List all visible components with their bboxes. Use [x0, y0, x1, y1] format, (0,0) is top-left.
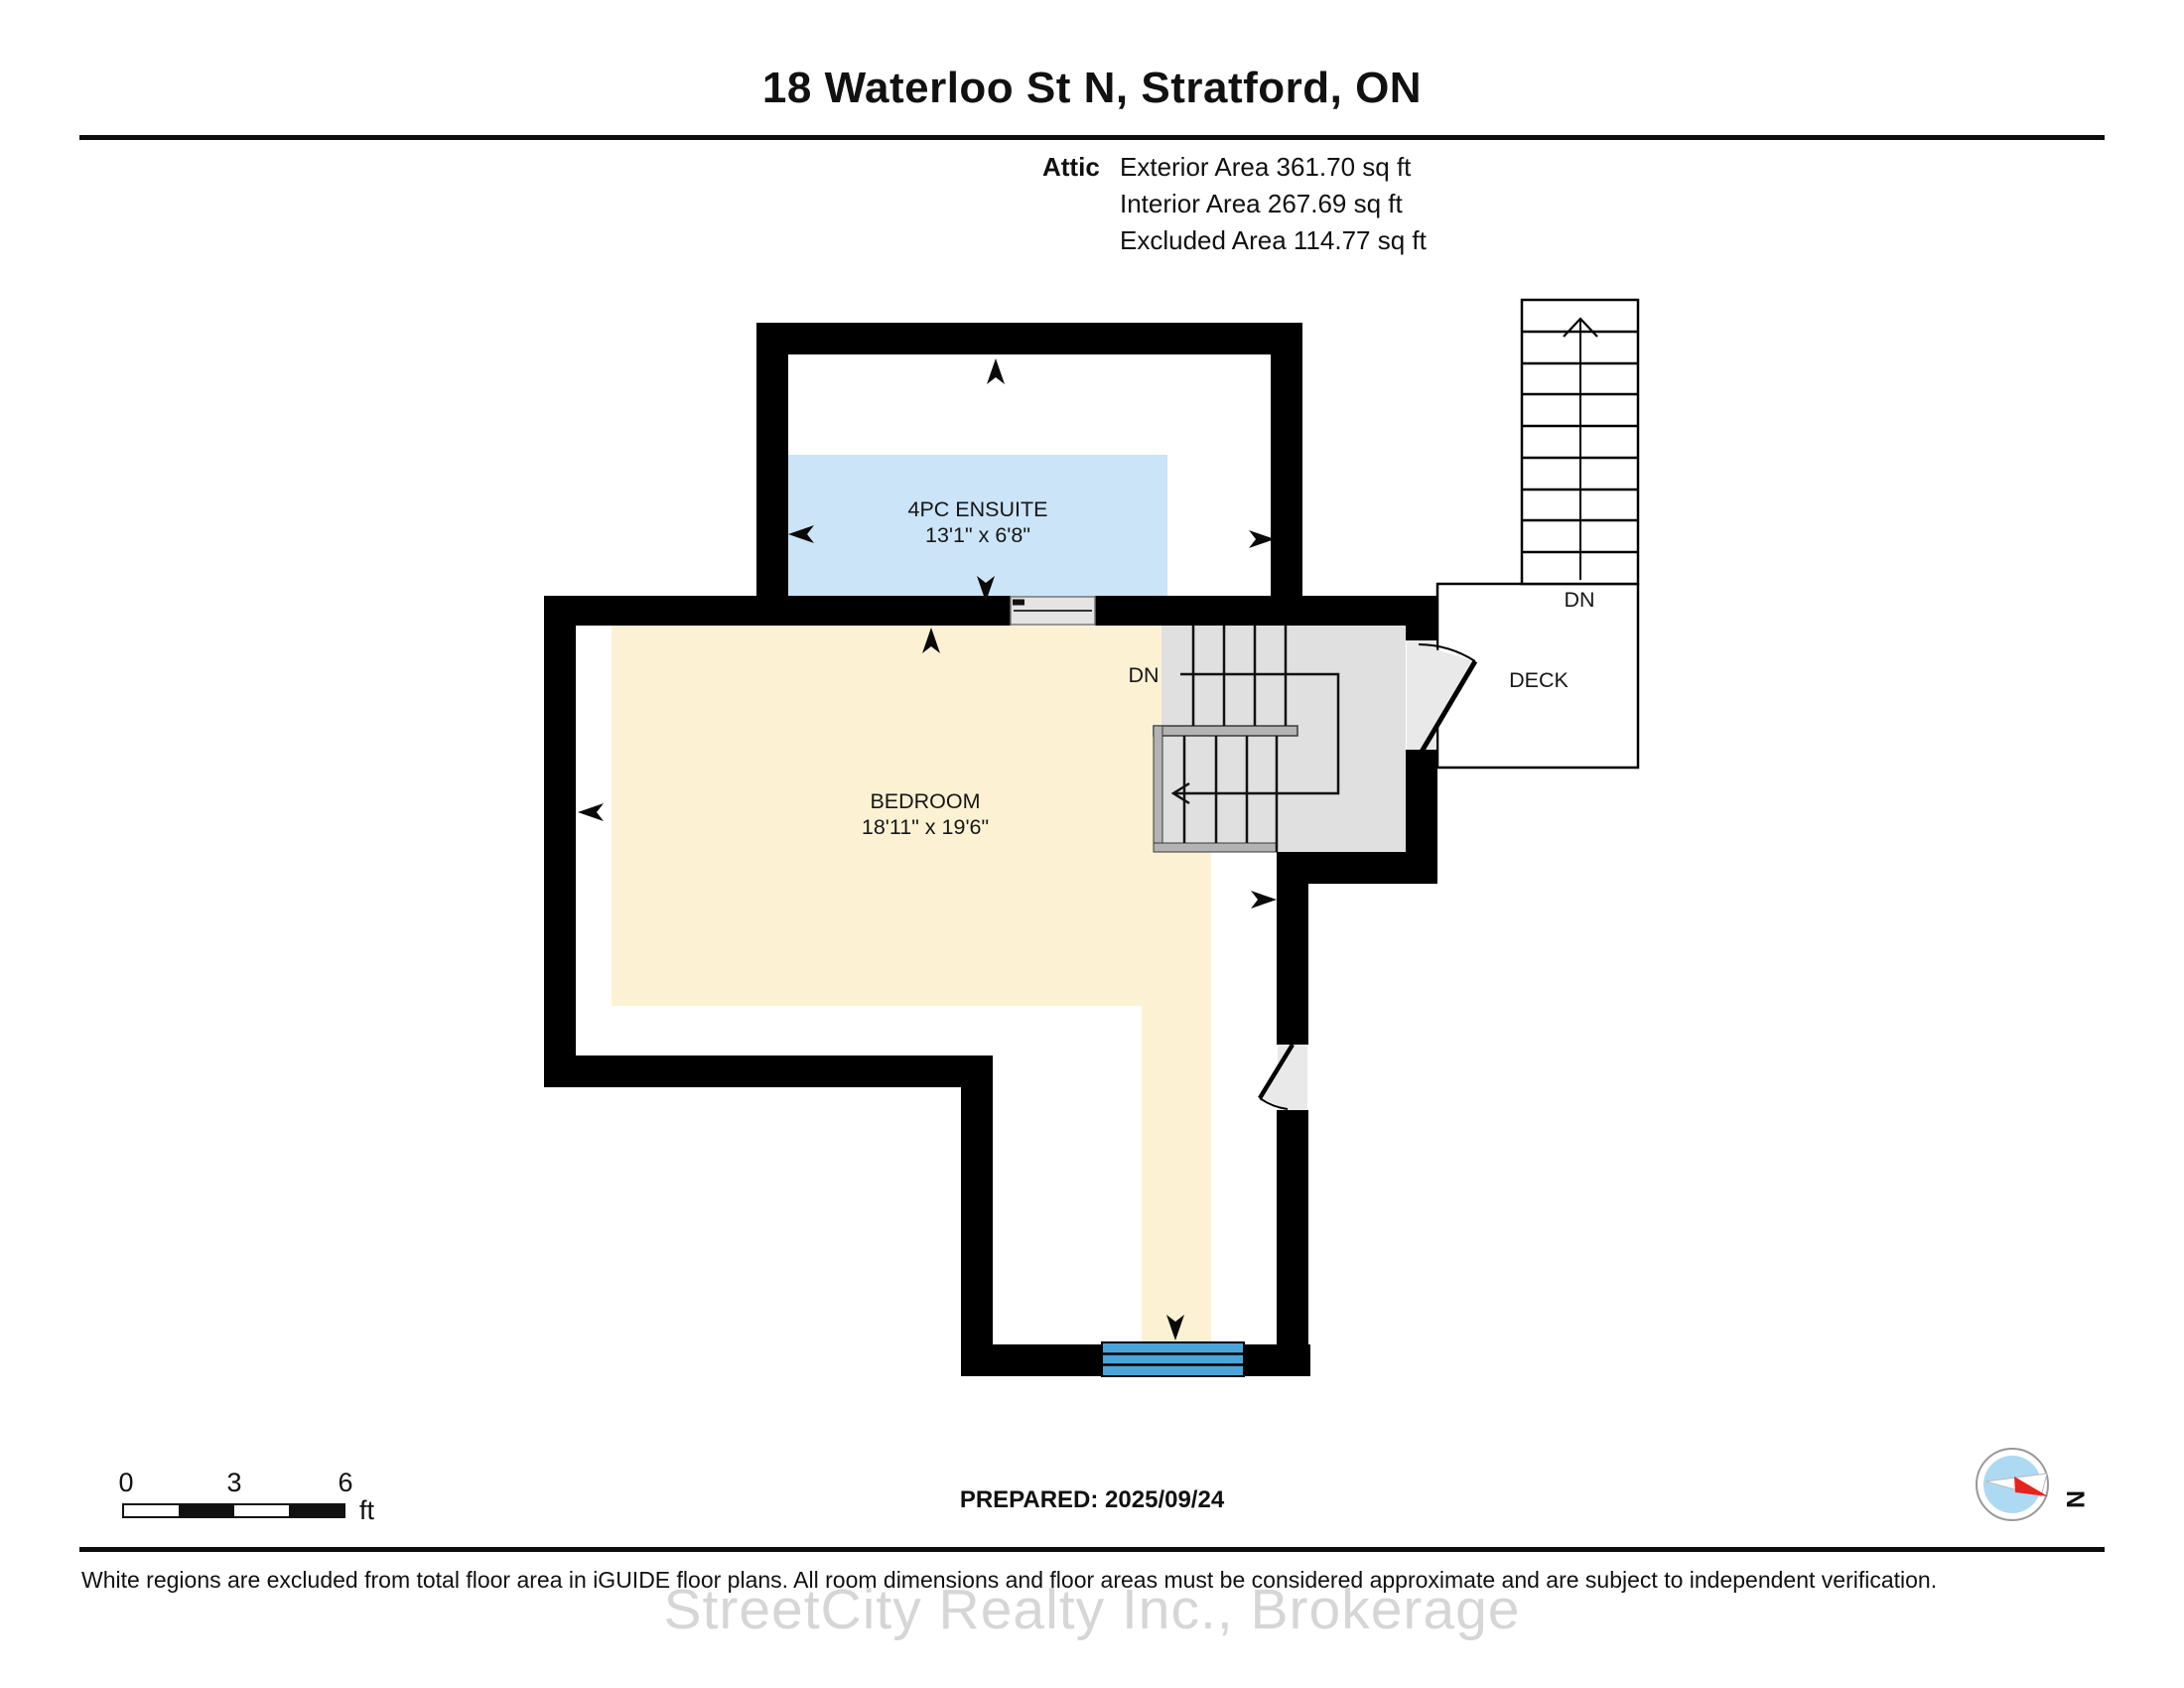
- right-arrow-icon: [1251, 891, 1277, 909]
- scale-segment: [179, 1505, 234, 1516]
- wall-segment: [1406, 750, 1437, 884]
- stairs-dn-label: DN: [1128, 663, 1159, 687]
- up-arrow-icon: [987, 358, 1005, 384]
- stair-direction-line: [1173, 672, 1340, 795]
- exterior-area-value: Exterior Area 361.70 sq ft: [1120, 152, 1412, 182]
- door-stop: [1013, 599, 1024, 606]
- disclaimer-text: White regions are excluded from total fl…: [81, 1567, 1938, 1593]
- down-arrow-icon: [977, 576, 995, 602]
- bedroom-dims-label: 18'11" x 19'6": [862, 815, 989, 839]
- compass: N: [1976, 1448, 2089, 1521]
- wall-segment: [756, 323, 1302, 354]
- door-leaf: [1258, 1043, 1295, 1100]
- scale-unit-label: ft: [359, 1495, 375, 1525]
- north-label: N: [2061, 1490, 2089, 1508]
- wall-segment: [544, 596, 1011, 626]
- interior-area-value: Interior Area 267.69 sq ft: [1120, 189, 1403, 218]
- bedroom-floor: [612, 626, 1211, 1344]
- bedroom-name-label: BEDROOM: [870, 789, 980, 813]
- ensuite-floor: [788, 455, 1167, 604]
- scale-segment: [233, 1505, 289, 1516]
- ensuite-sliding-door: [1010, 596, 1096, 626]
- walls: [544, 323, 1437, 1376]
- left-arrow-icon: [788, 525, 814, 543]
- ensuite-dims-label: 13'1" x 6'8": [925, 523, 1030, 547]
- interior-stairs: [1153, 626, 1340, 853]
- scale-bar-segments: [122, 1503, 345, 1518]
- wall-segment: [1277, 852, 1308, 1045]
- scale-bar: 0 3 6 ft: [89, 1468, 427, 1537]
- deck-label: DECK: [1509, 668, 1569, 692]
- compass-needle-head: [2014, 1477, 2048, 1496]
- area-summary-row: Interior Area 267.69 sq ft: [1042, 186, 1427, 222]
- stair-frame-left: [1153, 725, 1163, 853]
- window: [1101, 1341, 1245, 1377]
- wall-segment: [756, 323, 788, 626]
- up-arrow-icon: [1563, 317, 1598, 338]
- area-summary: Attic Exterior Area 361.70 sq ft Interio…: [1042, 149, 1427, 259]
- door-swing-arc: [1259, 1097, 1289, 1110]
- down-arrow-icon: [1170, 781, 1190, 805]
- stairwell-floor: [1161, 626, 1406, 852]
- scale-segment: [124, 1505, 180, 1516]
- deck-door: [1407, 640, 1478, 754]
- page-title: 18 Waterloo St N, Stratford, ON: [761, 64, 1423, 112]
- door-swing-arc: [1418, 643, 1476, 662]
- up-arrow-icon: [922, 628, 940, 653]
- footer-divider: [79, 1547, 2105, 1552]
- exterior-stairs-dn-label: DN: [1564, 588, 1594, 612]
- scale-segment: [288, 1505, 343, 1516]
- ensuite-name-label: 4PC ENSUITE: [908, 497, 1048, 521]
- area-summary-row: Attic Exterior Area 361.70 sq ft: [1042, 149, 1427, 186]
- wall-segment: [961, 1344, 1102, 1376]
- header-divider: [79, 135, 2105, 140]
- hall-door: [1258, 1043, 1307, 1110]
- brokerage-watermark: StreetCity Realty Inc., Brokerage: [663, 1578, 1521, 1641]
- wall-segment: [961, 1055, 993, 1376]
- area-summary-row: Excluded Area 114.77 sq ft: [1042, 222, 1427, 259]
- left-arrow-icon: [578, 803, 604, 821]
- scale-tick-6: 6: [338, 1468, 353, 1497]
- down-arrow-icon: [1166, 1315, 1184, 1340]
- wall-segment: [1406, 596, 1437, 640]
- stair-frame-bottom: [1153, 842, 1278, 853]
- excluded-area-value: Excluded Area 114.77 sq ft: [1120, 225, 1427, 255]
- wall-segment: [544, 596, 576, 1087]
- wall-segment: [1271, 323, 1302, 626]
- stair-landing-rail: [1153, 725, 1298, 737]
- scale-tick-0: 0: [118, 1468, 134, 1497]
- window-glass: [1101, 1341, 1245, 1377]
- door-swing-area: [1419, 644, 1475, 752]
- scale-tick-3: 3: [226, 1468, 242, 1497]
- exterior-stairs: [1520, 298, 1640, 586]
- prepared-date: PREPARED: 2025/09/24: [959, 1486, 1225, 1513]
- wall-segment: [544, 1055, 993, 1087]
- floor-label: Attic: [1042, 152, 1100, 182]
- wall-segment: [1095, 596, 1437, 626]
- right-arrow-icon: [1249, 530, 1275, 548]
- wall-segment: [1277, 1110, 1308, 1376]
- direction-arrows: [578, 358, 1277, 1340]
- door-leaf: [1419, 659, 1478, 754]
- deck-outline: [1435, 582, 1640, 770]
